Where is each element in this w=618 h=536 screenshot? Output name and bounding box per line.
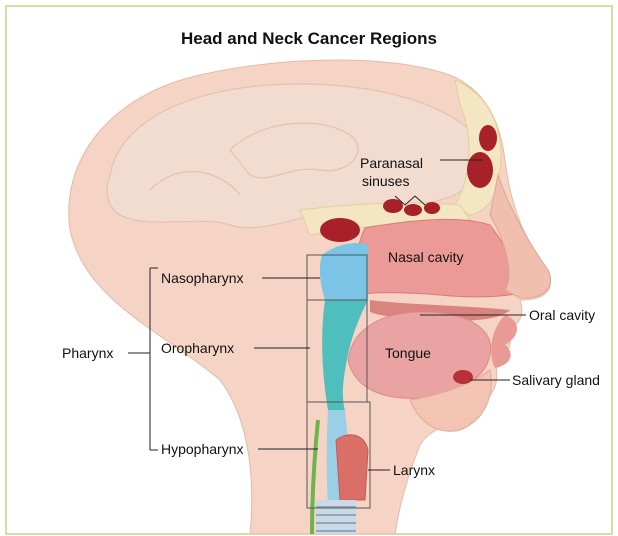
label-nasal-cavity: Nasal cavity <box>388 249 463 265</box>
label-pharynx: Pharynx <box>62 345 113 361</box>
frontal-sinus <box>479 125 497 151</box>
larynx <box>336 435 368 500</box>
label-tongue: Tongue <box>385 345 431 361</box>
nasopharynx-region <box>320 243 368 300</box>
label-paranasal-line1: Paranasal <box>360 155 423 171</box>
sphenoid-sinus <box>320 218 360 242</box>
label-paranasal-line2: sinuses <box>362 173 409 189</box>
label-hypopharynx: Hypopharynx <box>161 441 244 457</box>
sinus-small-3 <box>424 202 440 214</box>
ethmoid-sinus <box>467 152 493 188</box>
label-larynx: Larynx <box>393 462 435 478</box>
salivary-gland <box>453 370 473 384</box>
label-nasopharynx: Nasopharynx <box>161 270 244 286</box>
diagram-title: Head and Neck Cancer Regions <box>181 29 437 48</box>
trachea <box>316 500 356 534</box>
label-oral-cavity: Oral cavity <box>529 307 595 323</box>
sinus-small-2 <box>404 204 422 216</box>
label-oropharynx: Oropharynx <box>161 340 234 356</box>
label-salivary-gland: Salivary gland <box>512 372 600 388</box>
